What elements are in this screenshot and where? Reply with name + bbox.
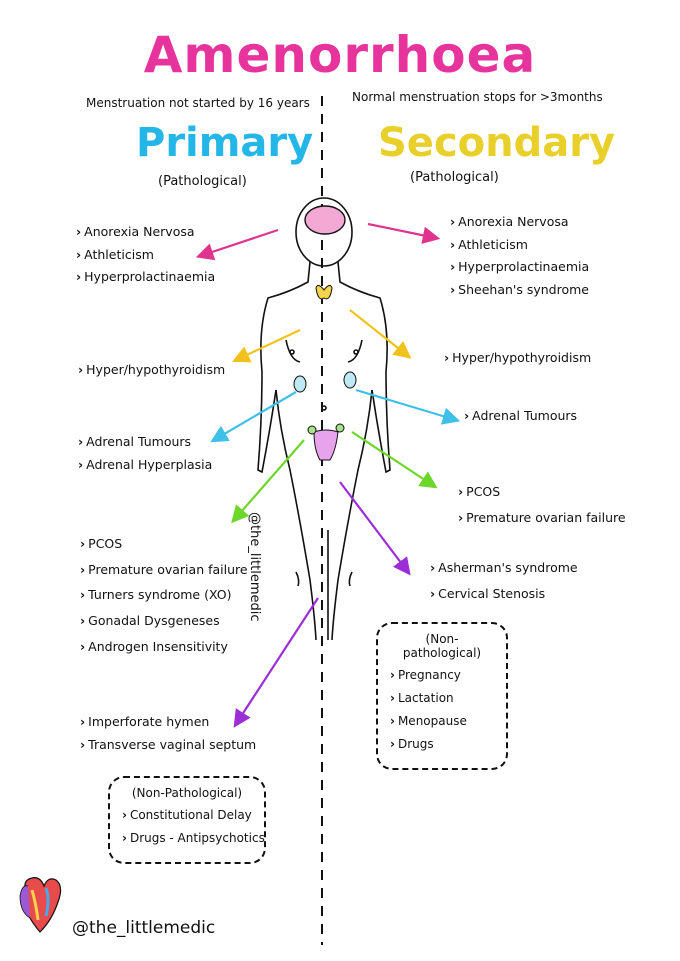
left-ovary-icon [307,425,317,435]
list-item: Pregnancy [390,668,494,682]
list-item: Hyperprolactinaemia [76,270,215,284]
secondary-definition: Normal menstruation stops for >3months [352,90,603,104]
arrow-ovary-secondary [351,431,438,489]
footer-handle: @the_littlemedic [72,918,216,938]
list-item: Turners syndrome (XO) [80,587,248,603]
primary-adrenal-list: Adrenal Tumours Adrenal Hyperplasia [78,435,212,481]
secondary-hypothalamic-list: Anorexia Nervosa Athleticism Hyperprolac… [450,215,589,306]
primary-ovarian-list: PCOS Premature ovarian failure Turners s… [80,536,248,664]
watermark-handle: @the_littlemedic [247,512,262,622]
arrow-ovary-primary [231,439,305,524]
secondary-non-pathological-box: (Non-pathological) Pregnancy Lactation M… [376,622,508,770]
primary-definition: Menstruation not started by 16 years [86,96,310,110]
list-item: Drugs - Antipsychotics [122,831,265,845]
body-outline [257,197,391,641]
secondary-ovarian-list: PCOS Premature ovarian failure [458,484,626,537]
arrow-thyroid-secondary [349,309,412,359]
list-item: Hyperprolactinaemia [450,260,589,274]
arrow-thyroid-primary [232,329,301,363]
page-title: Amenorrhoea [143,26,537,84]
list-item: Hyper/hypothyroidism [78,363,225,377]
right-ovary-icon [335,423,345,433]
arrow-outflow-primary [233,597,319,728]
list-item: Gonadal Dysgeneses [80,613,248,629]
secondary-thyroid-list: Hyper/hypothyroidism [444,351,591,375]
list-item: Constitutional Delay [122,808,252,822]
list-item: Sheehan's syndrome [450,283,589,297]
right-kidney-icon [343,371,357,389]
secondary-uterine-list: Asherman's syndrome Cervical Stenosis [430,560,578,613]
list-item: Anorexia Nervosa [450,215,589,229]
secondary-adrenal-list: Adrenal Tumours [464,409,577,433]
list-item: Premature ovarian failure [458,510,625,526]
list-item: Athleticism [76,248,215,262]
list-item: PCOS [80,536,248,552]
arrow-uterus-secondary [339,481,411,576]
list-item: Hyper/hypothyroidism [444,351,591,365]
list-item: Cervical Stenosis [430,586,578,602]
thyroid-icon [315,284,333,300]
box-title: (Non-pathological) [402,632,482,660]
primary-non-pathological-box: (Non-Pathological) Constitutional Delay … [108,776,266,864]
list-item: Asherman's syndrome [430,560,577,576]
list-item: Transverse vaginal septum [80,738,256,752]
arrow-adrenal-secondary [355,388,461,425]
list-item: Premature ovarian failure [80,562,247,578]
list-item: Adrenal Tumours [78,435,212,449]
secondary-note: (Pathological) [410,170,499,185]
primary-outflow-list: Imperforate hymen Transverse vaginal sep… [80,715,256,761]
list-item: Adrenal Hyperplasia [78,458,212,472]
primary-hypothalamic-list: Anorexia Nervosa Athleticism Hyperprolac… [76,225,215,294]
primary-heading: Primary [136,120,314,166]
list-item: Androgen Insensitivity [80,639,248,655]
box-title: (Non-Pathological) [131,786,243,800]
list-item: Adrenal Tumours [464,409,577,423]
list-item: Anorexia Nervosa [76,225,215,239]
arrow-brain-secondary [367,222,441,244]
list-item: Lactation [390,691,494,705]
primary-note: (Pathological) [158,174,247,189]
list-item: Drugs [390,737,494,751]
list-item: Menopause [390,714,494,728]
heart-logo-icon [19,877,62,933]
uterus-icon [313,429,339,461]
list-item: Imperforate hymen [80,715,256,729]
secondary-heading: Secondary [378,120,616,166]
list-item: Athleticism [450,238,589,252]
left-kidney-icon [293,375,307,393]
brain-icon [304,205,346,235]
primary-thyroid-list: Hyper/hypothyroidism [78,363,225,387]
list-item: PCOS [458,484,626,500]
arrow-adrenal-primary [210,391,297,443]
